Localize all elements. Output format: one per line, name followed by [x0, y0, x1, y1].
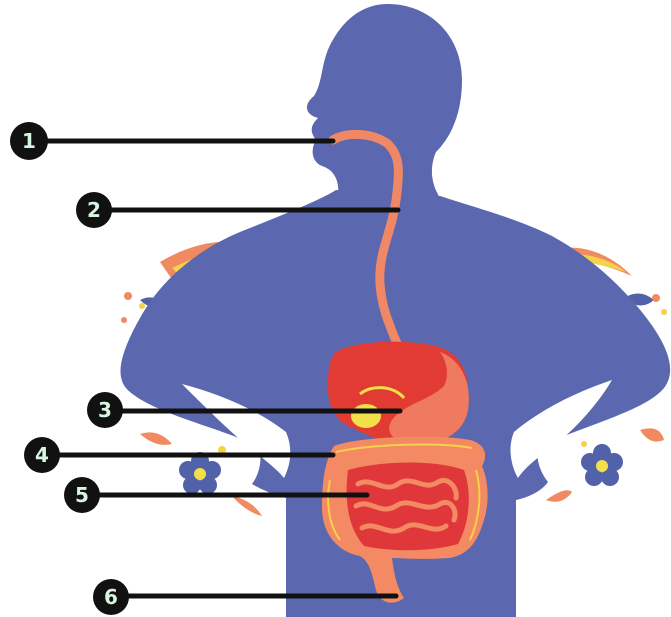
marker-4-label: 4	[35, 443, 49, 467]
gallbladder	[351, 404, 381, 428]
marker-6: 6	[93, 579, 129, 615]
marker-4: 4	[24, 437, 60, 473]
marker-1: 1	[10, 122, 48, 160]
marker-2-label: 2	[87, 198, 101, 222]
marker-3-label: 3	[98, 398, 112, 422]
marker-1-label: 1	[22, 129, 36, 153]
flower-left-icon	[179, 452, 221, 494]
small-intestine	[347, 463, 469, 551]
flower-right-icon	[581, 444, 623, 486]
marker-3: 3	[87, 392, 123, 428]
marker-2: 2	[76, 192, 112, 228]
marker-5: 5	[64, 477, 100, 513]
marker-6-label: 6	[104, 585, 118, 609]
marker-5-label: 5	[75, 483, 89, 507]
